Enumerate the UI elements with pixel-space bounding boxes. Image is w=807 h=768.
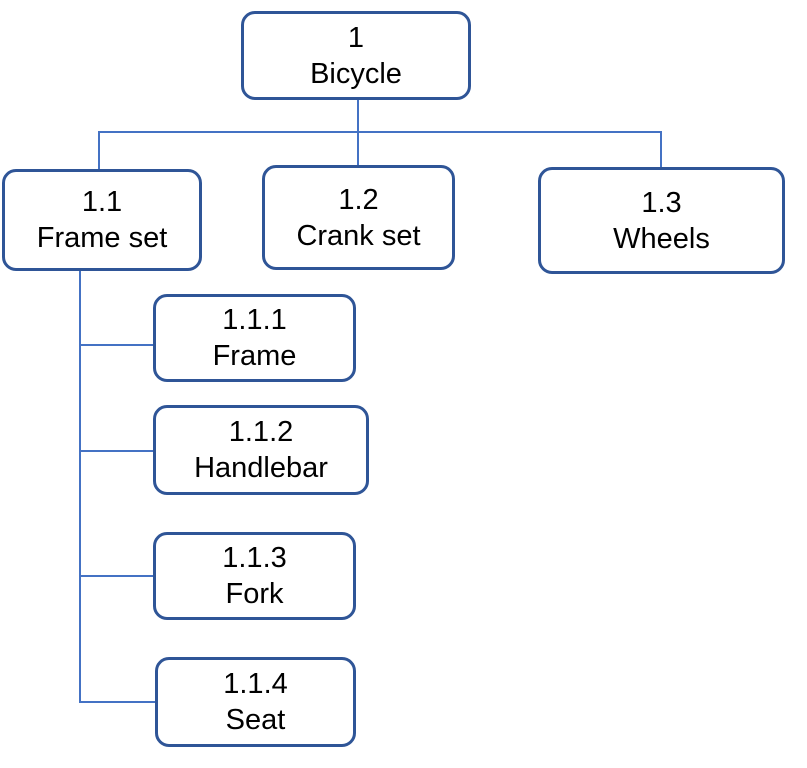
connector-to-handlebar [79, 450, 155, 452]
node-crank-set: 1.2 Crank set [262, 165, 455, 270]
node-label: Frame set [36, 222, 168, 254]
node-number: 1.1.4 [223, 668, 288, 700]
node-frame-set: 1.1 Frame set [2, 169, 202, 271]
node-fork: 1.1.3 Fork [153, 532, 356, 620]
connector-root-down [357, 98, 359, 132]
node-number: 1.1.3 [222, 542, 287, 574]
node-label: Seat [225, 704, 286, 736]
connector-to-frame [79, 344, 155, 346]
node-number: 1 [347, 21, 365, 54]
connector-to-fork [79, 575, 155, 577]
node-number: 1.3 [641, 186, 682, 219]
connector-to-crank-set [357, 131, 359, 167]
node-number: 1.2 [338, 183, 379, 216]
node-number: 1.1.1 [222, 304, 287, 336]
node-label: Wheels [613, 222, 710, 255]
node-label: Bicycle [310, 57, 402, 90]
node-frame: 1.1.1 Frame [153, 294, 356, 382]
connector-to-seat [79, 701, 157, 703]
node-number: 1.1 [81, 186, 123, 218]
node-bicycle: 1 Bicycle [241, 11, 471, 100]
node-seat: 1.1.4 Seat [155, 657, 356, 747]
node-label: Frame [212, 340, 297, 372]
node-wheels: 1.3 Wheels [538, 167, 785, 274]
node-label: Fork [225, 578, 284, 610]
connector-to-frame-set [98, 131, 100, 171]
connector-to-wheels [660, 131, 662, 169]
connector-frame-set-spine [79, 270, 81, 702]
node-handlebar: 1.1.2 Handlebar [153, 405, 369, 495]
node-number: 1.1.2 [228, 416, 294, 448]
node-label: Handlebar [194, 452, 328, 484]
node-label: Crank set [296, 219, 421, 252]
connector-level1-bar [98, 131, 662, 133]
